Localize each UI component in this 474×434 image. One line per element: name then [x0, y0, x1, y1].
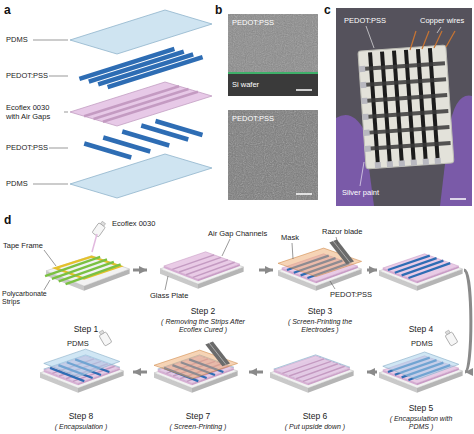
image-label: Si wafer — [232, 80, 259, 89]
step-number: Step 7 — [186, 411, 211, 421]
process-step: Step 5 ( Encapsulation with PDMS ) — [378, 338, 464, 432]
step-number: Step 8 — [69, 411, 94, 421]
exploded-layers — [33, 10, 212, 198]
part-label: Mask — [281, 233, 299, 242]
device-photo — [336, 8, 472, 206]
panel-letter: a — [4, 3, 11, 17]
part-label: Razor blade — [322, 227, 362, 236]
step-caption: ( Encapsulation ) — [55, 423, 108, 431]
process-arrow — [367, 269, 377, 272]
image-label: PEDOT:PSS — [232, 114, 274, 123]
process-step: Step 7 ( Screen-Printing ) — [148, 338, 248, 432]
layer-label: PDMS — [6, 35, 28, 44]
layer-label: PEDOT:PSS — [6, 71, 48, 80]
part-label: Ecoflex 0030 — [112, 219, 155, 228]
process-step: Step 8 ( Encapsulation ) — [30, 338, 132, 432]
photo-label: PEDOT:PSS — [344, 16, 386, 25]
part-label: Tape Frame — [3, 241, 43, 250]
sem-images — [228, 14, 318, 200]
part-label: PDMS — [411, 339, 433, 348]
process-arrow — [464, 270, 471, 372]
step-number: Step 6 — [303, 411, 328, 421]
layer-label: PDMS — [6, 179, 28, 188]
step-caption: ( Removing the Strips After Ecoflex Cure… — [150, 318, 256, 334]
step-caption: ( Screen-Printing the Electrodes ) — [276, 318, 364, 334]
process-arrow — [367, 371, 377, 374]
layer-label: Ecoflex 0030 with Air Gaps — [6, 103, 62, 121]
part-label: PEDOT:PSS — [330, 290, 372, 299]
step-caption: ( Encapsulation with PDMS ) — [380, 415, 462, 431]
step-caption: ( Put upside down ) — [285, 423, 345, 431]
process-step: Step 1 — [40, 225, 132, 335]
part-label: Glass Plate — [150, 291, 188, 300]
part-label: Polycarbonate Strips — [2, 290, 52, 307]
process-arrow — [133, 269, 147, 272]
process-arrow — [133, 371, 147, 374]
step-number: Step 3 — [308, 306, 333, 316]
step-number: Step 1 — [74, 324, 99, 334]
image-label: PEDOT:PSS — [232, 18, 274, 27]
part-label: PDMS — [67, 339, 89, 348]
photo-label: Silver paint — [342, 188, 379, 197]
part-label: Air Gap Channels — [208, 229, 267, 238]
step-caption: ( Screen-Printing ) — [170, 423, 227, 431]
panel-letter: b — [215, 3, 222, 17]
photo-label: Copper wires — [420, 16, 464, 25]
process-arrow — [249, 371, 263, 374]
process-step: Step 4 — [378, 225, 464, 335]
step-number: Step 5 — [409, 403, 434, 413]
process-step: Step 3 ( Screen-Printing the Electrodes ) — [274, 225, 366, 335]
step-number: Step 2 — [191, 306, 216, 316]
process-arrow — [259, 269, 273, 272]
layer-label: PEDOT:PSS — [6, 143, 48, 152]
panel-letter: c — [324, 3, 331, 17]
process-step: Step 2 ( Removing the Strips After Ecofle… — [148, 225, 258, 335]
step-illustrations — [40, 220, 463, 393]
step-number: Step 4 — [409, 324, 434, 334]
panel-letter: d — [4, 213, 11, 227]
process-step: Step 6 ( Put upside down ) — [264, 338, 366, 432]
